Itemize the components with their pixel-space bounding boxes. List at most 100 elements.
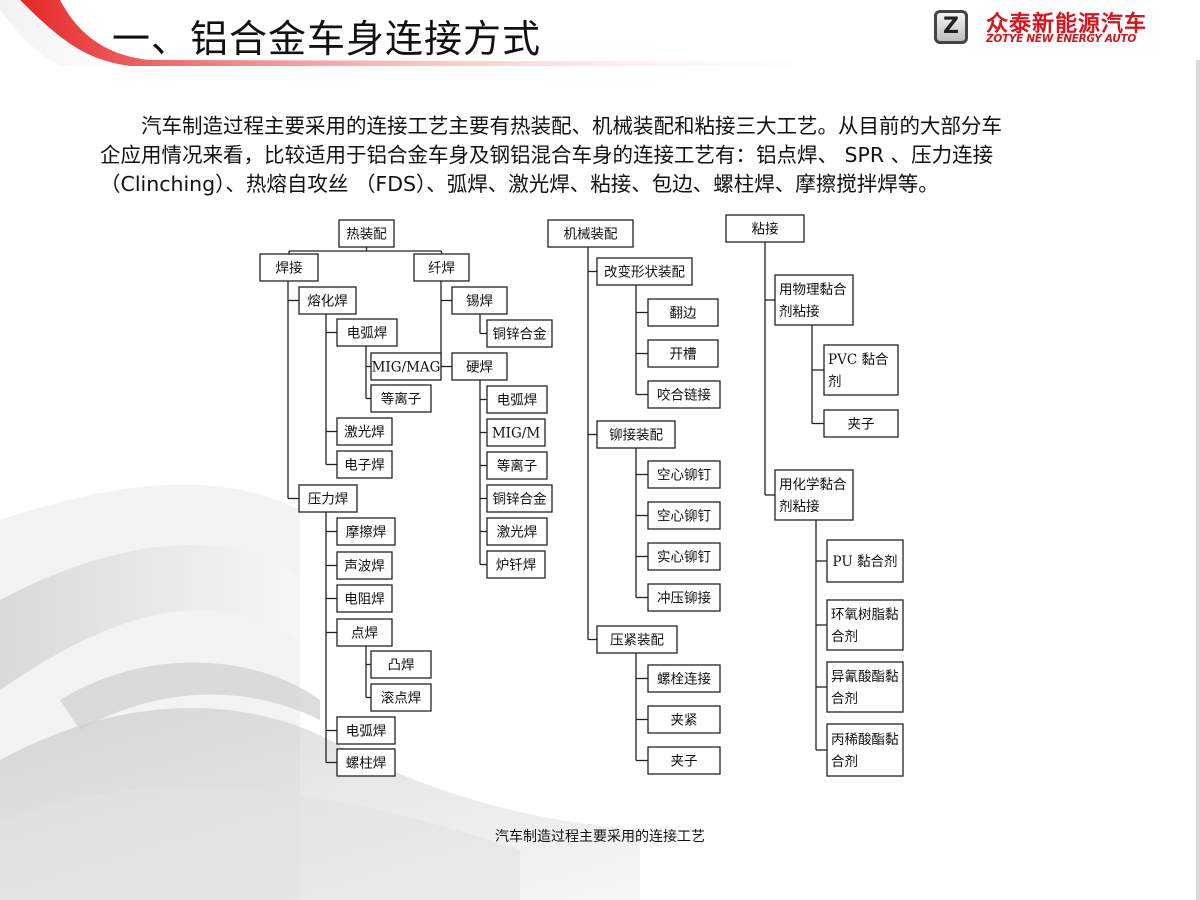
tree-node: 热装配 [338,219,395,248]
tree-node: 实心铆钉 [647,542,721,571]
tree-node-box [370,683,432,712]
tree-node-label: 热装配 [346,227,387,243]
tree-node-box [774,469,854,521]
tree-node-box [596,257,693,286]
tree-node: 冲压铆接 [647,583,721,612]
tree-node-box [725,214,805,243]
tree-node-box [336,450,393,479]
tree-node-label: 锡焊 [466,294,493,310]
tree-node-box [486,550,546,579]
tree-node-label: 机械装配 [564,227,618,243]
tree-node-label: MIG/MAG [372,360,441,376]
tree-node: 空心铆钉 [647,501,721,530]
tree-node-label: 丙稀酸酯黏 [831,732,899,748]
tree-node: 机械装配 [547,219,634,248]
tree-node-label: 电阻焊 [344,592,385,608]
tree-node-box [336,584,393,613]
tree-node: 激光焊 [486,517,548,546]
paragraph-line: （Clinching）、热熔自攻丝 （FDS）、弧焊、激光焊、粘接、包边、螺柱焊… [100,172,939,196]
tree-node: 粘接 [725,214,805,243]
tree-node-label: 改变形状装配 [604,265,685,281]
brand-name-cn: 众泰新能源汽车 [986,12,1148,37]
tree-node-label: 夹紧 [671,713,698,729]
brand-name-en: ZOTYE NEW ENERGY AUTO [986,33,1136,45]
tree-node-box [596,420,676,449]
tree-node: 夹子 [647,746,721,775]
tree-node-label: 等离子 [497,458,538,475]
tree-node-label: 螺柱焊 [346,756,387,772]
tree-node: PU 黏合剂 [826,539,904,583]
tree-node-box [370,352,442,381]
tree-node-box [259,253,319,282]
tree-node-box [298,286,357,315]
tree-node-label: 合剂 [831,691,858,707]
tree-node-label: 冲压铆接 [657,590,711,607]
tree-node-label: 电子焊 [344,458,385,474]
tree-node-box [486,385,548,414]
tree-node: MIG/MAG [370,352,442,381]
tree-node-label: 等离子 [381,391,422,408]
tree-node: 熔化焊 [298,286,357,315]
tree-node-label: 铜锌合金 [493,327,547,343]
tree-node-label: 咬合链接 [657,387,711,404]
tree-node: 电阻焊 [336,584,393,613]
tree-node-label: 熔化焊 [307,294,348,310]
tree-node: 纤焊 [413,253,470,282]
tree-node: 滚点焊 [370,683,432,712]
tree-node-label: 点焊 [351,626,378,642]
tree-node: 点焊 [336,618,393,647]
tree-node-label: 滚点焊 [381,690,422,707]
tree-node: 硬焊 [451,352,508,381]
slide-title: 一、铝合金车身连接方式 [112,17,542,61]
tree-node-box [486,319,553,348]
diagram-caption: 汽车制造过程主要采用的连接工艺 [495,829,705,845]
tree-node-box [826,661,904,713]
tree-node-box [826,599,904,651]
joining-process-tree: 热装配焊接纤焊熔化焊电弧焊MIG/MAG等离子激光焊电子焊压力焊摩擦焊声波焊电阻… [259,214,904,777]
tree-node-label: 激光焊 [344,425,385,441]
tree-node-label: 纤焊 [428,261,455,277]
tree-node-box [647,542,721,571]
tree-node-box [826,723,904,777]
tree-node-label: 激光焊 [497,525,538,541]
tree-node: 压力焊 [298,484,358,513]
tree-node-box [647,583,721,612]
body-paragraph: 汽车制造过程主要采用的连接工艺主要有热装配、机械装配和粘接三大工艺。从目前的大部… [100,112,1130,199]
tree-node-label: 铆接装配 [609,427,663,444]
tree-node-label: 翻边 [670,306,698,322]
tree-node-box [338,219,395,248]
tree-node-label: 硬焊 [466,360,493,376]
tree-node: 压紧装配 [596,625,678,654]
tree-node-label: 焊接 [276,260,303,277]
tree-node-label: 剂粘接 [779,498,820,515]
paragraph-line: 汽车制造过程主要采用的连接工艺主要有热装配、机械装配和粘接三大工艺。从目前的大部… [100,114,1002,138]
tree-node-box [647,746,721,775]
tree-node-label: MIG/M [492,426,540,442]
tree-node: 铜锌合金 [486,319,553,348]
tree-node: 激光焊 [336,417,393,446]
tree-node-box [486,451,548,480]
tree-node-label: 压紧装配 [610,633,664,649]
tree-node-label: 用物理黏合 [779,282,847,298]
tree-node: 改变形状装配 [596,257,693,286]
tree-node-box [486,484,553,513]
tree-node-label: 电弧焊 [347,326,388,342]
tree-node-label: 夹子 [848,417,875,433]
tree-node-label: 环氧树脂黏 [831,607,899,623]
tree-node-box [451,286,508,315]
tree-node: 夹子 [823,409,899,438]
tree-node: 等离子 [370,384,432,413]
tree-node-label: 凸焊 [388,658,415,674]
tree-node: 翻边 [647,298,719,327]
tree-node-label: 空心铆钉 [657,468,711,484]
tree-node-box [336,417,393,446]
tree-node-box [823,344,899,396]
tree-node-label: 摩擦焊 [346,524,387,541]
tree-node-box [647,339,719,368]
tree-node-label: 开槽 [670,347,697,363]
brand-logo-icon: Z [934,10,968,44]
tree-node-label: 压力焊 [308,492,349,508]
